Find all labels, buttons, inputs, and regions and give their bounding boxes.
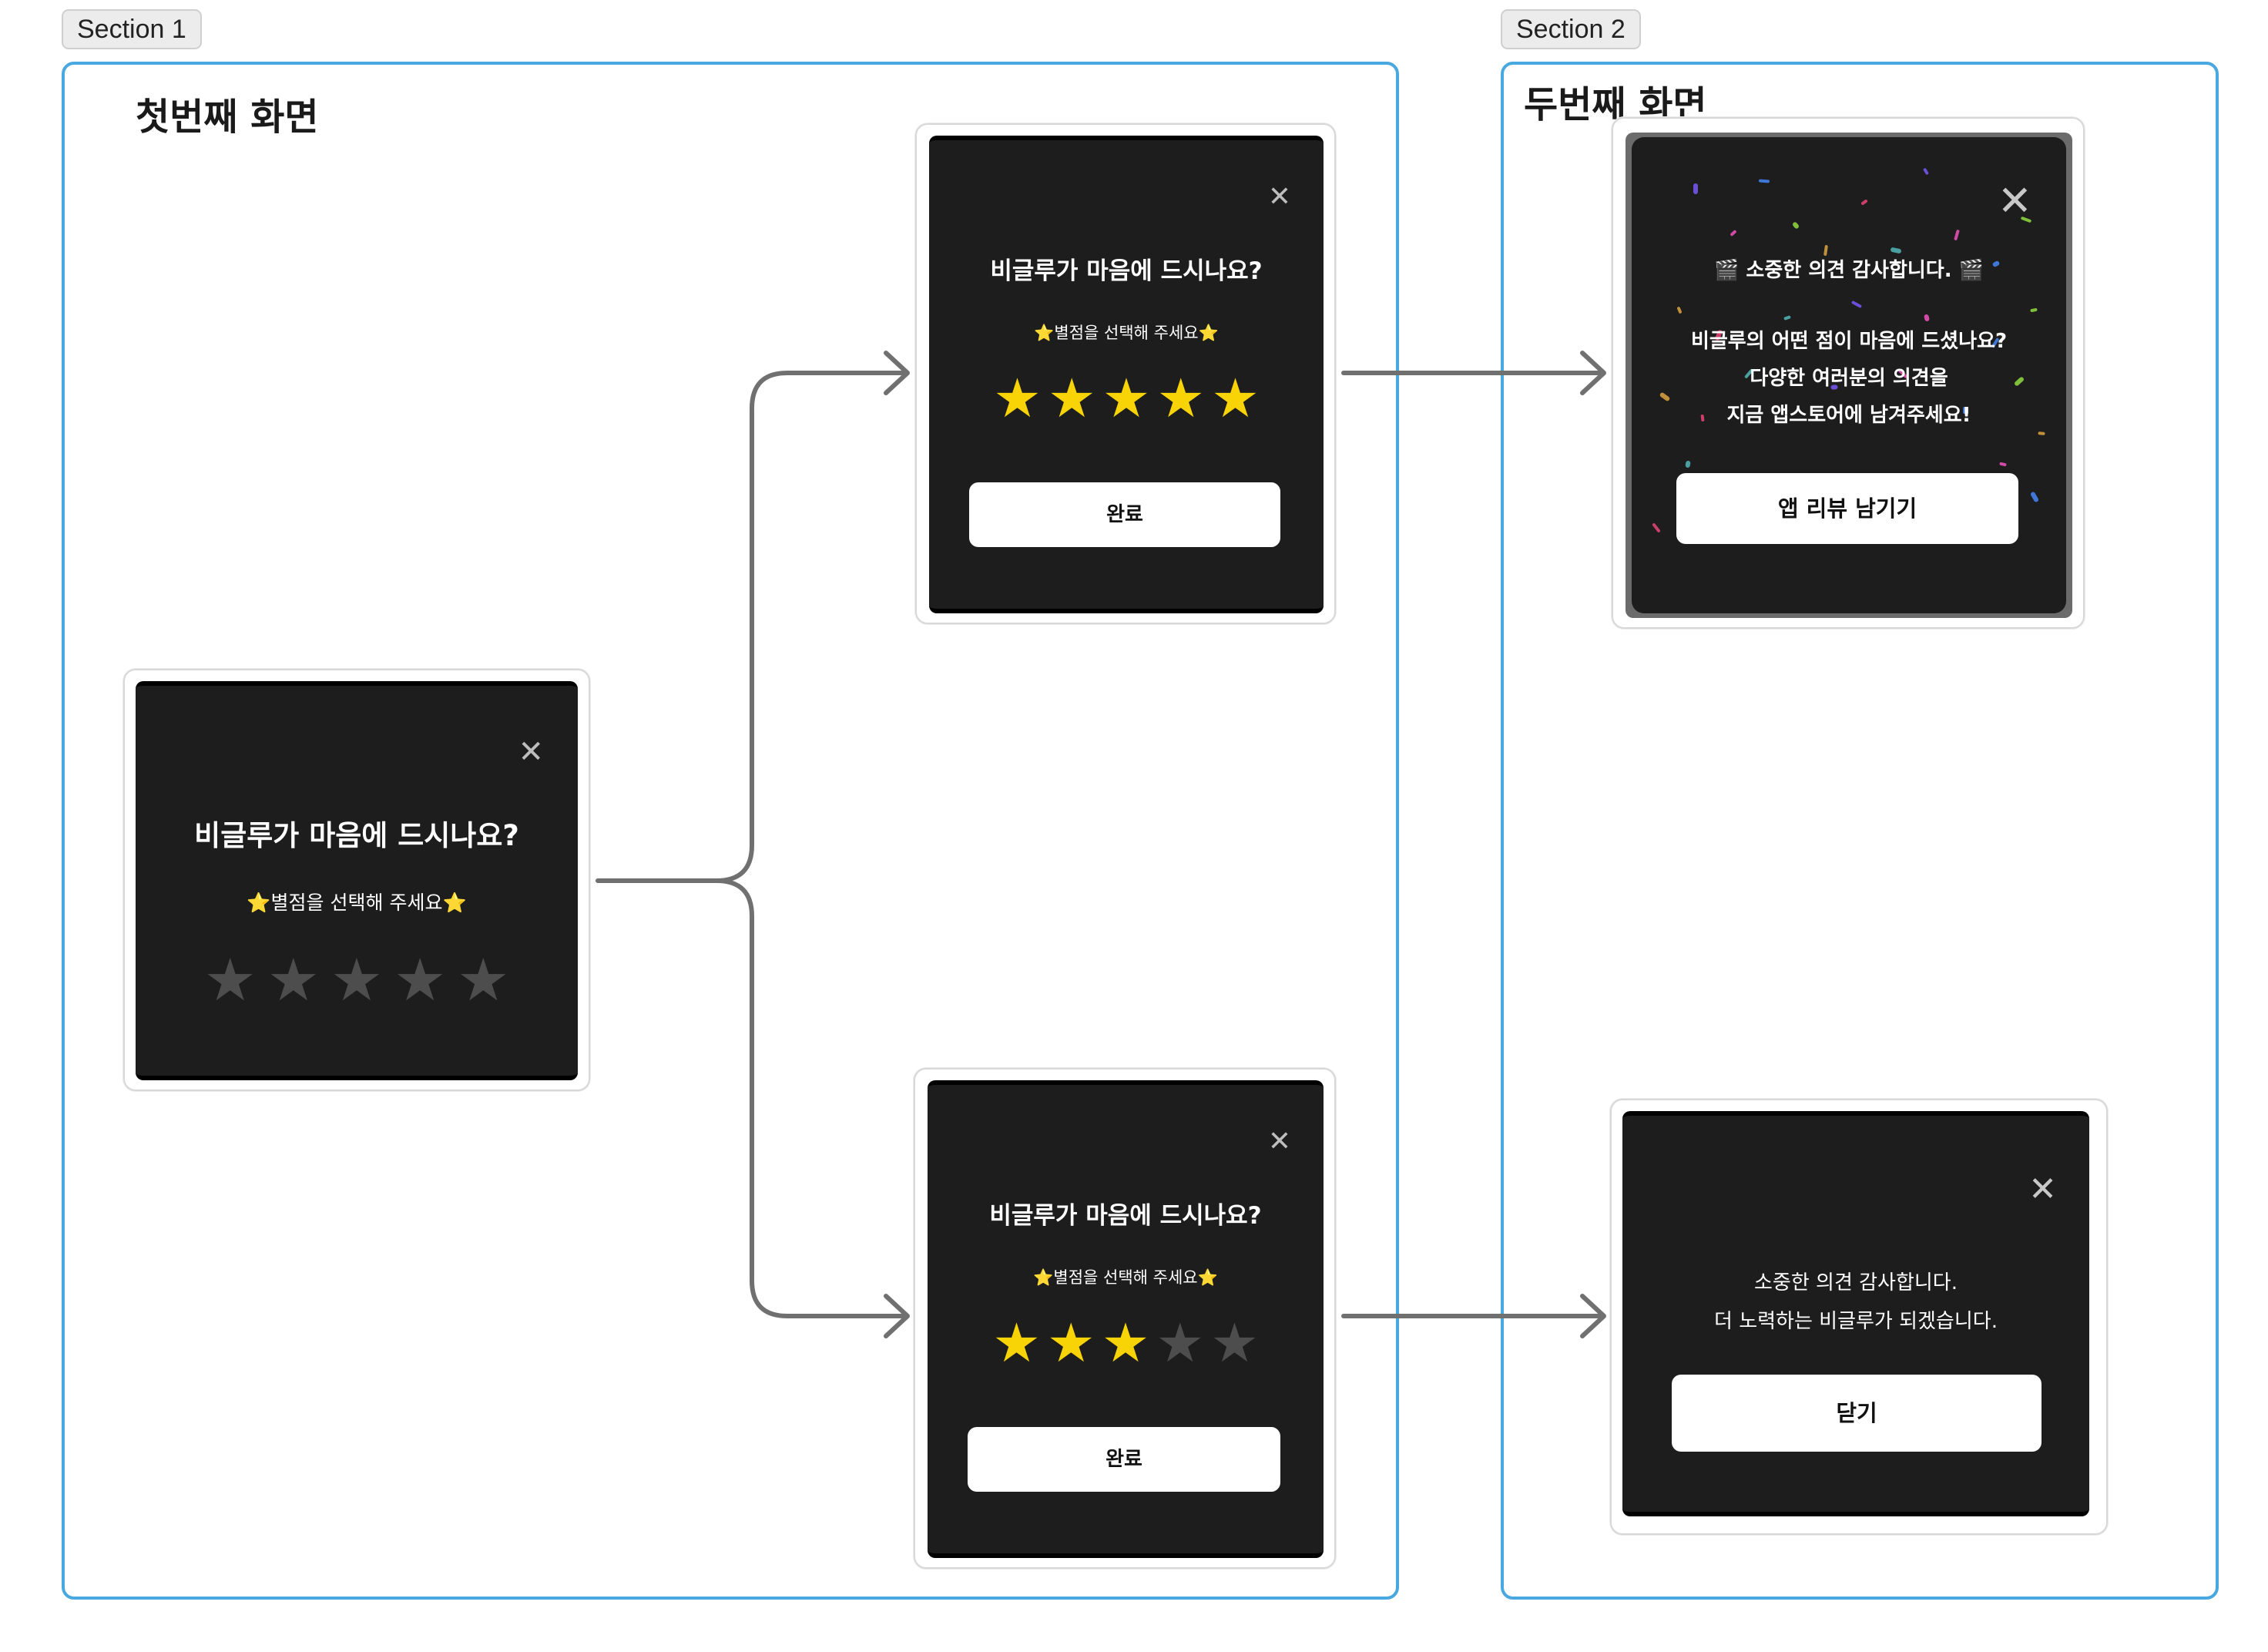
star-rating[interactable]: ★★★★★ [928,1316,1324,1370]
clapperboard-icon: 🎬 [1958,259,1984,282]
confetti-piece [1783,315,1791,321]
star-empty-icon[interactable]: ★ [457,945,510,1014]
confetti-piece [1923,314,1931,322]
section-1-title: 첫번째 화면 [136,96,319,139]
confetti-piece [1850,300,1863,309]
screen-thanks-high-frame: ✕ 🎬 소중한 의견 감사합니다. 🎬 비글루의 어떤 점이 마음에 드셨나요?… [1612,117,2085,629]
rating-modal: ✕ 비글루가 마음에 드시나요? ⭐별점을 선택해 주세요⭐ ★★★★★ [136,681,578,1080]
star-filled-icon[interactable]: ★ [1047,367,1096,430]
thanks-line-2: 더 노력하는 비글루가 되겠습니다. [1714,1310,1998,1333]
confetti-piece [1685,460,1691,468]
star-filled-icon[interactable]: ★ [1156,367,1206,430]
modal-title: 비글루가 마음에 드시나요? [194,819,519,852]
confetti-piece [1922,167,1930,176]
star-empty-icon[interactable]: ★ [1210,1311,1259,1375]
branch-connector [596,371,908,883]
star-empty-icon[interactable]: ★ [330,945,384,1014]
modal-subtitle: ⭐별점을 선택해 주세요⭐ [928,1265,1324,1288]
star-emoji-icon: ⭐ [247,891,271,914]
rating-modal: ✕ 비글루가 마음에 드시나요? ⭐별점을 선택해 주세요⭐ ★★★★★ 완료 [929,136,1324,613]
confetti-piece [1791,221,1800,230]
close-icon[interactable]: ✕ [518,734,544,770]
subtitle-text: 별점을 선택해 주세요 [1053,1268,1198,1287]
section-2-tag: Section 2 [1501,9,1641,49]
arrow-head [884,1294,910,1338]
confetti-piece [1758,179,1770,183]
thanks-modal: ✕ 🎬 소중한 의견 감사합니다. 🎬 비글루의 어떤 점이 마음에 드셨나요?… [1632,137,2066,613]
thanks-modal: ✕ 소중한 의견 감사합니다. 더 노력하는 비글루가 되겠습니다. 닫기 [1622,1111,2089,1516]
confetti-piece [2029,491,2040,503]
modal-subtitle: ⭐별점을 선택해 주세요⭐ [929,321,1324,344]
star-rating[interactable]: ★★★★★ [929,371,1324,425]
close-icon[interactable]: ✕ [1267,1126,1291,1157]
rating-modal: ✕ 비글루가 마음에 드시나요? ⭐별점을 선택해 주세요⭐ ★★★★★ 완료 [928,1080,1324,1558]
close-icon[interactable]: ✕ [1997,176,2032,225]
modal-title: 비글루가 마음에 드시나요? [990,257,1263,285]
star-rating[interactable]: ★★★★★ [136,951,578,1009]
arrow-head [884,351,910,395]
star-empty-icon[interactable]: ★ [267,945,320,1014]
confetti-decoration [1632,137,2066,613]
confetti-piece [1860,199,1868,206]
screen-three-star-frame: ✕ 비글루가 마음에 드시나요? ⭐별점을 선택해 주세요⭐ ★★★★★ 완료 [914,1068,1336,1569]
subtitle-text: 별점을 선택해 주세요 [1054,324,1199,342]
screen-initial-frame: ✕ 비글루가 마음에 드시나요? ⭐별점을 선택해 주세요⭐ ★★★★★ [123,669,590,1091]
confetti-piece [1999,462,2007,467]
screen-five-star-frame: ✕ 비글루가 마음에 드시나요? ⭐별점을 선택해 주세요⭐ ★★★★★ 완료 [915,123,1336,624]
star-emoji-icon: ⭐ [1198,324,1219,342]
thanks-line-2: 다양한 여러분의 의견을 [1750,367,1948,390]
star-filled-icon[interactable]: ★ [1046,1311,1095,1375]
star-emoji-icon: ⭐ [1197,1268,1218,1287]
confetti-piece [1890,247,1902,254]
star-filled-icon[interactable]: ★ [1101,1311,1150,1375]
confetti-piece [2038,431,2045,435]
section-1-tag: Section 1 [62,9,202,49]
arrow-head [1580,351,1606,395]
star-emoji-icon: ⭐ [1033,1268,1054,1287]
star-filled-icon[interactable]: ★ [992,1311,1041,1375]
confetti-piece [1652,522,1661,533]
star-filled-icon[interactable]: ★ [993,367,1042,430]
close-button[interactable]: 닫기 [1672,1375,2042,1452]
close-icon[interactable]: ✕ [1267,181,1291,213]
complete-button[interactable]: 완료 [969,482,1280,547]
confetti-piece [1676,306,1683,314]
star-emoji-icon: ⭐ [442,891,467,914]
star-empty-icon[interactable]: ★ [1156,1311,1205,1375]
complete-button[interactable]: 완료 [968,1427,1280,1492]
branch-connector-lower [714,878,908,1318]
thanks-line-1: 소중한 의견 감사합니다. [1754,1271,1958,1294]
star-filled-icon[interactable]: ★ [1211,367,1260,430]
confetti-piece [1730,229,1737,237]
star-filled-icon[interactable]: ★ [1102,367,1151,430]
subtitle-text: 별점을 선택해 주세요 [270,891,443,914]
modal-title: 비글루가 마음에 드시나요? [989,1202,1262,1230]
modal-subtitle: ⭐별점을 선택해 주세요⭐ [136,888,578,915]
thanks-title-text: 소중한 의견 감사합니다. [1746,259,1952,282]
thanks-title: 🎬 소중한 의견 감사합니다. 🎬 [1632,254,2066,283]
screen-thanks-low-frame: ✕ 소중한 의견 감사합니다. 더 노력하는 비글루가 되겠습니다. 닫기 [1610,1099,2108,1535]
section-1-frame [62,62,1399,1600]
star-empty-icon[interactable]: ★ [394,945,447,1014]
close-icon[interactable]: ✕ [2028,1170,2057,1209]
star-emoji-icon: ⭐ [1034,324,1055,342]
confetti-piece [1693,183,1698,194]
section-2-frame [1501,62,2219,1600]
thanks-line-1: 비글루의 어떤 점이 마음에 드셨나요? [1690,330,2008,353]
thanks-line-3: 지금 앱스토어에 남겨주세요! [1726,404,1971,427]
confetti-piece [1954,229,1960,241]
app-review-button[interactable]: 앱 리뷰 남기기 [1676,473,2018,544]
confetti-piece [2030,307,2038,313]
star-empty-icon[interactable]: ★ [203,945,257,1014]
arrow-head [1580,1294,1606,1338]
clapperboard-icon: 🎬 [1713,259,1740,282]
